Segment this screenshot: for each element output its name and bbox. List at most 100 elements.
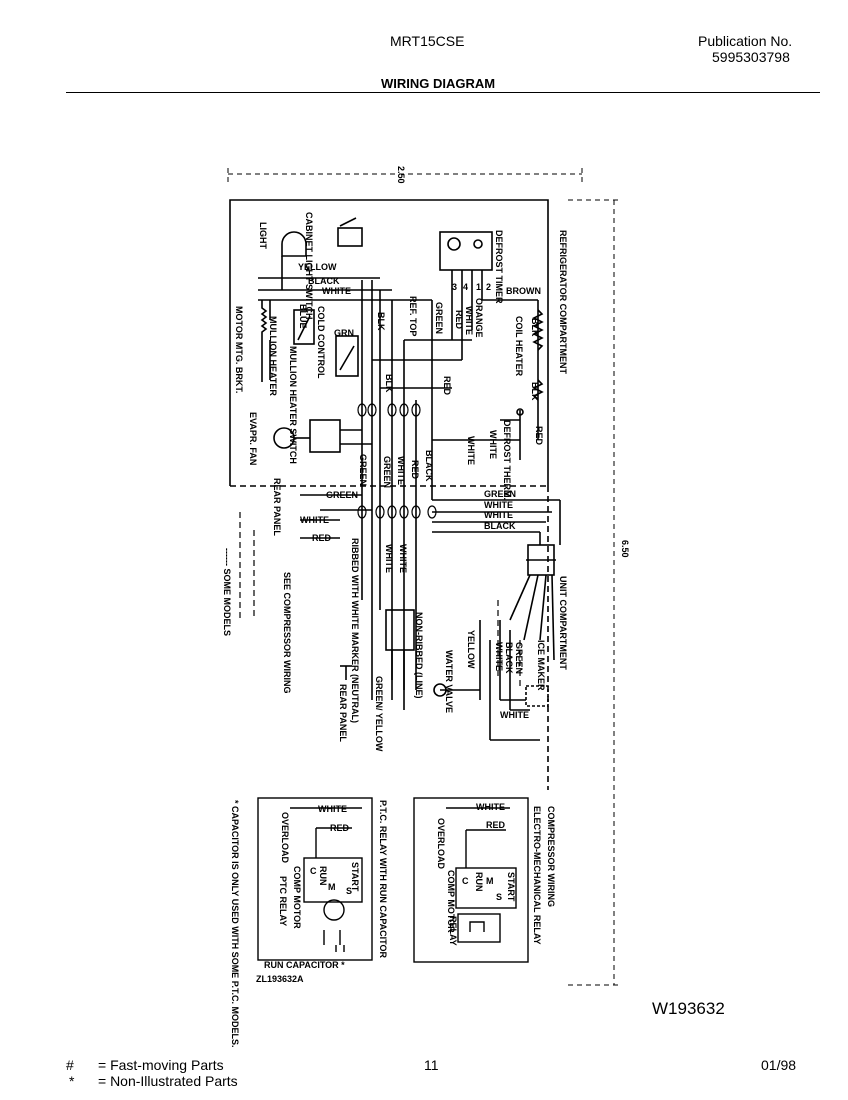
defrost-thermostat-icon: [500, 408, 524, 460]
wire-label-green-fan: GREEN: [358, 454, 368, 486]
ref-top-label: REF. TOP: [408, 296, 418, 336]
wire-label-red-mid: RED: [442, 376, 452, 396]
ptc-overload: OVERLOAD: [280, 812, 290, 864]
ice-maker-icon: [499, 620, 549, 711]
evaporator-fan-icon: [273, 419, 372, 453]
non-ribbed-label: NON-RIBBED (LINE): [414, 612, 424, 699]
wire-label-white-top: WHITE: [322, 286, 351, 296]
em-m: M: [486, 876, 494, 886]
em-c: C: [462, 876, 469, 886]
light-label: LIGHT: [258, 222, 268, 249]
wire-label-white-plug1: WHITE: [384, 544, 394, 573]
publication-label: Publication No.: [698, 33, 793, 49]
motor-mtg-brkt-label: MOTOR MTG. BRKT.: [234, 306, 244, 393]
wire-label-yellow-valve: YELLOW: [466, 630, 476, 669]
ptc-red: RED: [330, 823, 350, 833]
wire-label-brown: BROWN: [506, 286, 541, 296]
main-harness: [361, 280, 483, 690]
drawing-number: W193632: [652, 999, 725, 1018]
wire-label-black-ice: BLACK: [504, 642, 514, 674]
page-title: WIRING DIAGRAM: [381, 76, 496, 91]
dimension-lines: [227, 168, 620, 986]
dimension-side-label: 6.50: [620, 540, 630, 558]
power-cord-plug-icon: [371, 600, 415, 710]
ptc-m: M: [328, 882, 336, 892]
em-subtitle: ELECTRO-MECHANICAL RELAY: [532, 806, 542, 945]
wire-label-black-unit: BLACK: [484, 521, 516, 531]
wire-label-white-unit2: WHITE: [484, 510, 513, 520]
ptc-run-capacitor: RUN CAPACITOR *: [264, 960, 345, 970]
ptc-c: C: [310, 866, 317, 876]
em-s: S: [496, 892, 502, 902]
em-red: RED: [486, 820, 506, 830]
dimension-top-label: 2.50: [396, 166, 406, 184]
wire-label-green-panel: GREEN: [326, 490, 358, 500]
ptc-s: S: [346, 886, 352, 896]
wire-label-black-top: BLACK: [308, 276, 340, 286]
refrigerator-compartment-label: REFRIGERATOR COMPARTMENT: [558, 230, 568, 374]
mullion-heater-switch-icon: [293, 309, 315, 345]
em-relay: RELAY: [448, 916, 458, 946]
wire-label-blk-coil: BLK: [530, 318, 540, 337]
ptc-relay-box: [257, 797, 373, 961]
ptc-comp-motor: COMP MOTOR: [292, 866, 302, 929]
wire-connectors: [357, 403, 437, 519]
optional-wiring: [239, 512, 521, 690]
legend-fast-moving: = Fast-moving Parts: [98, 1057, 224, 1073]
wire-label-red-harness: RED: [410, 460, 420, 480]
compartment-boundaries: [229, 199, 549, 790]
mullion-heater-switch-label: MULLION HEATER SWITCH: [288, 346, 298, 464]
legend-symbol-hash: #: [66, 1057, 74, 1073]
water-valve-icon: [433, 620, 540, 741]
timer-terminal-1: 1: [476, 282, 481, 292]
wire-label-orange: ORANGE: [474, 298, 484, 338]
wire-label-white-panel: WHITE: [300, 515, 329, 525]
em-white: WHITE: [476, 802, 505, 812]
wire-label-green-ice: GREEN: [514, 642, 524, 674]
wire-label-red-timer: RED: [454, 310, 464, 330]
some-models-label: ------ SOME MODELS: [222, 548, 232, 636]
legend-non-illustrated: = Non-Illustrated Parts: [98, 1073, 238, 1089]
evapr-fan-label: EVAPR. FAN: [248, 412, 258, 465]
wire-label-white-plug2: WHITE: [398, 544, 408, 573]
rear-panel-label-top: REAR PANEL: [272, 478, 282, 536]
legend-symbol-star: *: [69, 1073, 75, 1089]
cabinet-light-switch-label: CABINET LIGHT SWITCH: [304, 212, 314, 320]
defrost-timer-label: DEFROST TIMER: [494, 230, 504, 304]
ice-maker-label: ICE MAKER: [536, 640, 546, 691]
timer-terminal-2: 2: [486, 282, 491, 292]
wire-label-grn: GRN: [334, 328, 354, 338]
light-socket-icon: [281, 231, 307, 290]
ptc-start: START: [350, 862, 360, 892]
wire-label-blk-left: BLK: [376, 312, 386, 331]
cold-control-icon: [335, 335, 359, 377]
wire-label-white-therm: WHITE: [466, 436, 476, 465]
wire-label-white-therm2: WHITE: [488, 430, 498, 459]
timer-terminal-3: 3: [452, 282, 457, 292]
coil-heater-label: COIL HEATER: [514, 316, 524, 377]
unit-compartment-label: UNIT COMPARTMENT: [558, 576, 568, 670]
ptc-white: WHITE: [318, 804, 347, 814]
date: 01/98: [761, 1057, 797, 1073]
timer-terminal-4: 4: [463, 282, 468, 292]
ptc-note: * CAPACITOR IS ONLY USED WITH SOME P.T.C…: [230, 800, 240, 1048]
wire-label-black-harness: BLACK: [424, 450, 434, 482]
wire-label-green-harness: GREEN: [382, 456, 392, 488]
em-run: RUN: [474, 872, 484, 892]
mullion-heater-label: MULLION HEATER: [268, 316, 278, 396]
wire-label-red-therm: RED: [534, 426, 544, 446]
wire-label-white-unit1: WHITE: [484, 500, 513, 510]
water-valve-label: WATER VALVE: [444, 650, 454, 713]
ground-icon: [340, 665, 352, 680]
see-compressor-wiring-label: SEE COMPRESSOR WIRING: [282, 572, 292, 694]
bus-wires: [258, 277, 561, 545]
em-title: COMPRESSOR WIRING: [546, 806, 556, 907]
electro-mechanical-box: [413, 797, 529, 963]
wire-label-white-valve: WHITE: [494, 642, 504, 671]
ptc-title: P.T.C. RELAY WITH RUN CAPACITOR: [378, 800, 388, 959]
wire-label-white-harness: WHITE: [396, 456, 406, 485]
diagram-labels: 2.50 6.50 REFRIGERATOR COMPARTMENT UNIT …: [222, 166, 630, 1048]
em-start: START: [506, 872, 516, 902]
coil-heater-icon: [532, 309, 544, 401]
